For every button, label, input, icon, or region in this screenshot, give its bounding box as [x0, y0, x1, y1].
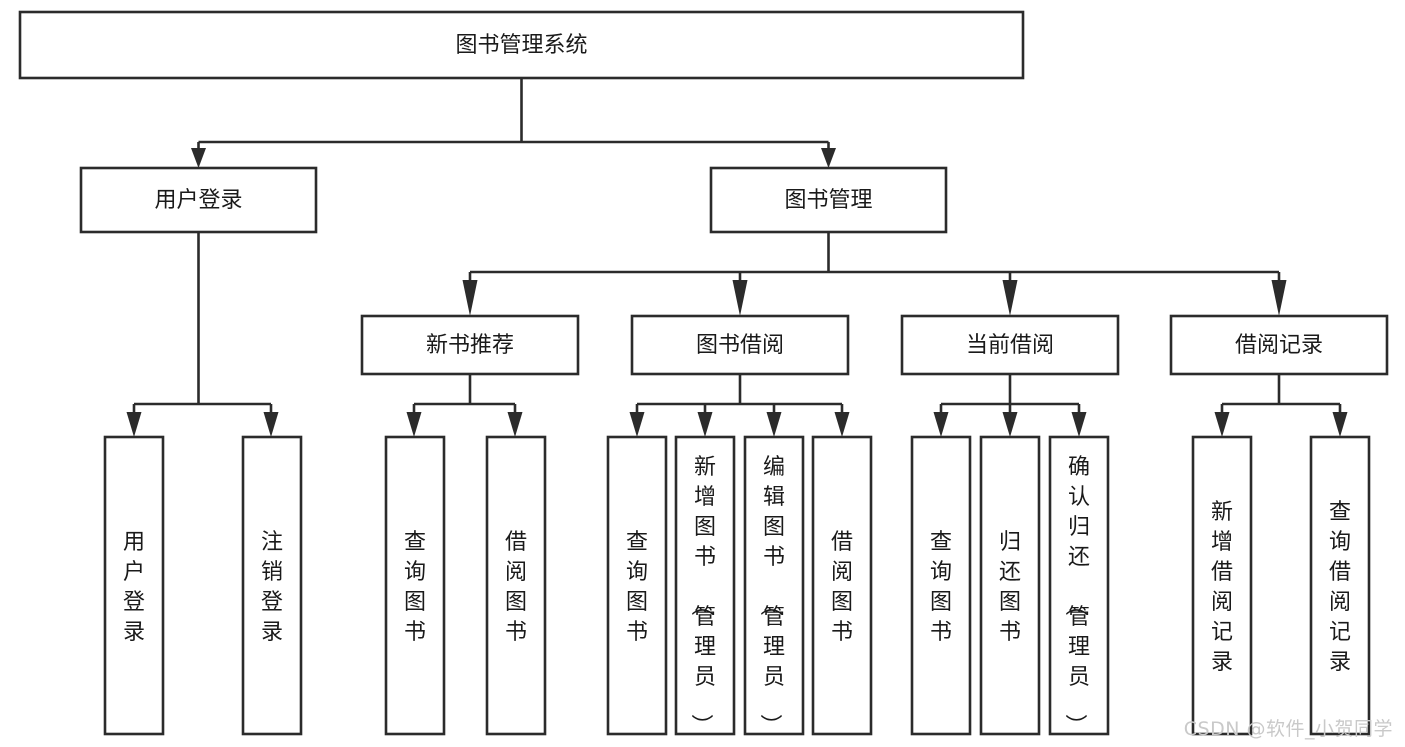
- leaf-current-borrow-3-box[interactable]: [1048, 435, 1110, 736]
- leaf-new-book-1[interactable]: 查询图书: [384, 435, 446, 736]
- connector-layer: [126, 78, 1348, 437]
- arrow-user-login-leaf-1: [126, 412, 142, 437]
- node-book-management[interactable]: 图书管理: [709, 166, 948, 234]
- node-new-book-recommend-box[interactable]: [360, 314, 580, 376]
- leaf-user-login-1[interactable]: 用户登录: [103, 435, 165, 736]
- leaf-current-borrow-3-label: 确认归还（管理员）: [1062, 455, 1090, 736]
- leaf-book-borrow-2[interactable]: 新增图书（管理员）: [674, 435, 736, 736]
- node-borrow-record-box[interactable]: [1169, 314, 1389, 376]
- leaf-new-book-1-box[interactable]: [384, 435, 446, 736]
- arrow-book-borrow-leaf-3: [766, 412, 782, 437]
- leaf-current-borrow-1[interactable]: 查询图书: [910, 435, 972, 736]
- node-borrow-record-label: 借阅记录: [1235, 333, 1323, 358]
- leaf-user-login-2[interactable]: 注销登录: [241, 435, 303, 736]
- node-user-login[interactable]: 用户登录: [79, 166, 318, 234]
- arrow-book-borrow-leaf-4: [834, 412, 850, 437]
- leaf-borrow-record-1-box[interactable]: [1191, 435, 1253, 736]
- arrow-book-borrow-leaf-2: [697, 412, 713, 437]
- arrow-borrow-record-leaf-2: [1332, 412, 1348, 437]
- arrow-to-book-borrow: [732, 280, 748, 316]
- arrow-current-borrow-leaf-2: [1002, 412, 1018, 437]
- node-current-borrow-label: 当前借阅: [966, 333, 1054, 358]
- leaf-borrow-record-2-box[interactable]: [1309, 435, 1371, 736]
- node-new-book-recommend[interactable]: 新书推荐: [360, 314, 580, 376]
- node-current-borrow[interactable]: 当前借阅: [900, 314, 1120, 376]
- leaf-current-borrow-2-box[interactable]: [979, 435, 1041, 736]
- node-book-borrow-box[interactable]: [630, 314, 850, 376]
- leaf-book-borrow-2-label: 新增图书（管理员）: [688, 455, 716, 736]
- arrow-current-borrow-leaf-3: [1071, 412, 1087, 437]
- node-root-box[interactable]: [18, 10, 1025, 80]
- arrow-root-to-book-mgmt: [821, 148, 836, 168]
- leaf-current-borrow-2[interactable]: 归还图书: [979, 435, 1041, 736]
- leaf-current-borrow-2-label: 归还图书: [999, 530, 1021, 645]
- csdn-watermark: CSDN @软件_小贺同学: [1183, 718, 1393, 740]
- leaf-current-borrow-3[interactable]: 确认归还（管理员）: [1048, 435, 1110, 736]
- leaf-user-login-1-label: 用户登录: [123, 530, 145, 645]
- node-user-login-label: 用户登录: [154, 188, 242, 213]
- arrow-user-login-leaf-2: [263, 412, 279, 437]
- leaf-layer: 用户登录 注销登录 查询图书 借阅图书 查询图书 新增图书（管理员） 编辑图书（…: [103, 435, 1371, 736]
- leaf-new-book-2-box[interactable]: [485, 435, 547, 736]
- node-current-borrow-box[interactable]: [900, 314, 1120, 376]
- node-book-management-label: 图书管理: [784, 188, 872, 213]
- leaf-book-borrow-2-box[interactable]: [674, 435, 736, 736]
- node-root-label: 图书管理系统: [455, 33, 587, 58]
- arrow-new-book-leaf-2: [507, 412, 523, 437]
- node-user-login-box[interactable]: [79, 166, 318, 234]
- node-new-book-recommend-label: 新书推荐: [426, 333, 514, 358]
- arrow-borrow-record-leaf-1: [1214, 412, 1230, 437]
- arrow-to-current-borrow: [1002, 280, 1018, 316]
- arrow-new-book-leaf-1: [406, 412, 422, 437]
- leaf-current-borrow-1-label: 查询图书: [930, 530, 952, 645]
- leaf-borrow-record-2-label: 查询借阅记录: [1329, 500, 1351, 675]
- arrow-to-borrow-record: [1271, 280, 1287, 316]
- leaf-book-borrow-4-label: 借阅图书: [831, 530, 853, 645]
- leaf-book-borrow-1-box[interactable]: [606, 435, 668, 736]
- arrow-to-new-book: [462, 280, 478, 316]
- leaf-borrow-record-2[interactable]: 查询借阅记录: [1309, 435, 1371, 736]
- leaf-new-book-1-label: 查询图书: [404, 530, 426, 645]
- leaf-borrow-record-1[interactable]: 新增借阅记录: [1191, 435, 1253, 736]
- arrow-book-borrow-leaf-1: [629, 412, 645, 437]
- leaf-user-login-2-label: 注销登录: [261, 530, 283, 645]
- node-book-borrow[interactable]: 图书借阅: [630, 314, 850, 376]
- leaf-book-borrow-3-box[interactable]: [743, 435, 805, 736]
- leaf-book-borrow-1[interactable]: 查询图书: [606, 435, 668, 736]
- arrow-current-borrow-leaf-1: [933, 412, 949, 437]
- leaf-borrow-record-1-label: 新增借阅记录: [1211, 500, 1233, 675]
- leaf-book-borrow-4-box[interactable]: [811, 435, 873, 736]
- leaf-current-borrow-1-box[interactable]: [910, 435, 972, 736]
- node-root[interactable]: 图书管理系统: [18, 10, 1025, 80]
- leaf-new-book-2[interactable]: 借阅图书: [485, 435, 547, 736]
- leaf-book-borrow-3-label: 编辑图书（管理员）: [757, 455, 785, 736]
- leaf-book-borrow-4[interactable]: 借阅图书: [811, 435, 873, 736]
- leaf-new-book-2-label: 借阅图书: [505, 530, 527, 645]
- arrow-root-to-user-login: [191, 148, 206, 168]
- node-book-management-box[interactable]: [709, 166, 948, 234]
- leaf-book-borrow-3[interactable]: 编辑图书（管理员）: [743, 435, 805, 736]
- node-borrow-record[interactable]: 借阅记录: [1169, 314, 1389, 376]
- leaf-book-borrow-1-label: 查询图书: [626, 530, 648, 645]
- leaf-user-login-2-box[interactable]: [241, 435, 303, 736]
- leaf-user-login-1-box[interactable]: [103, 435, 165, 736]
- node-book-borrow-label: 图书借阅: [696, 333, 784, 358]
